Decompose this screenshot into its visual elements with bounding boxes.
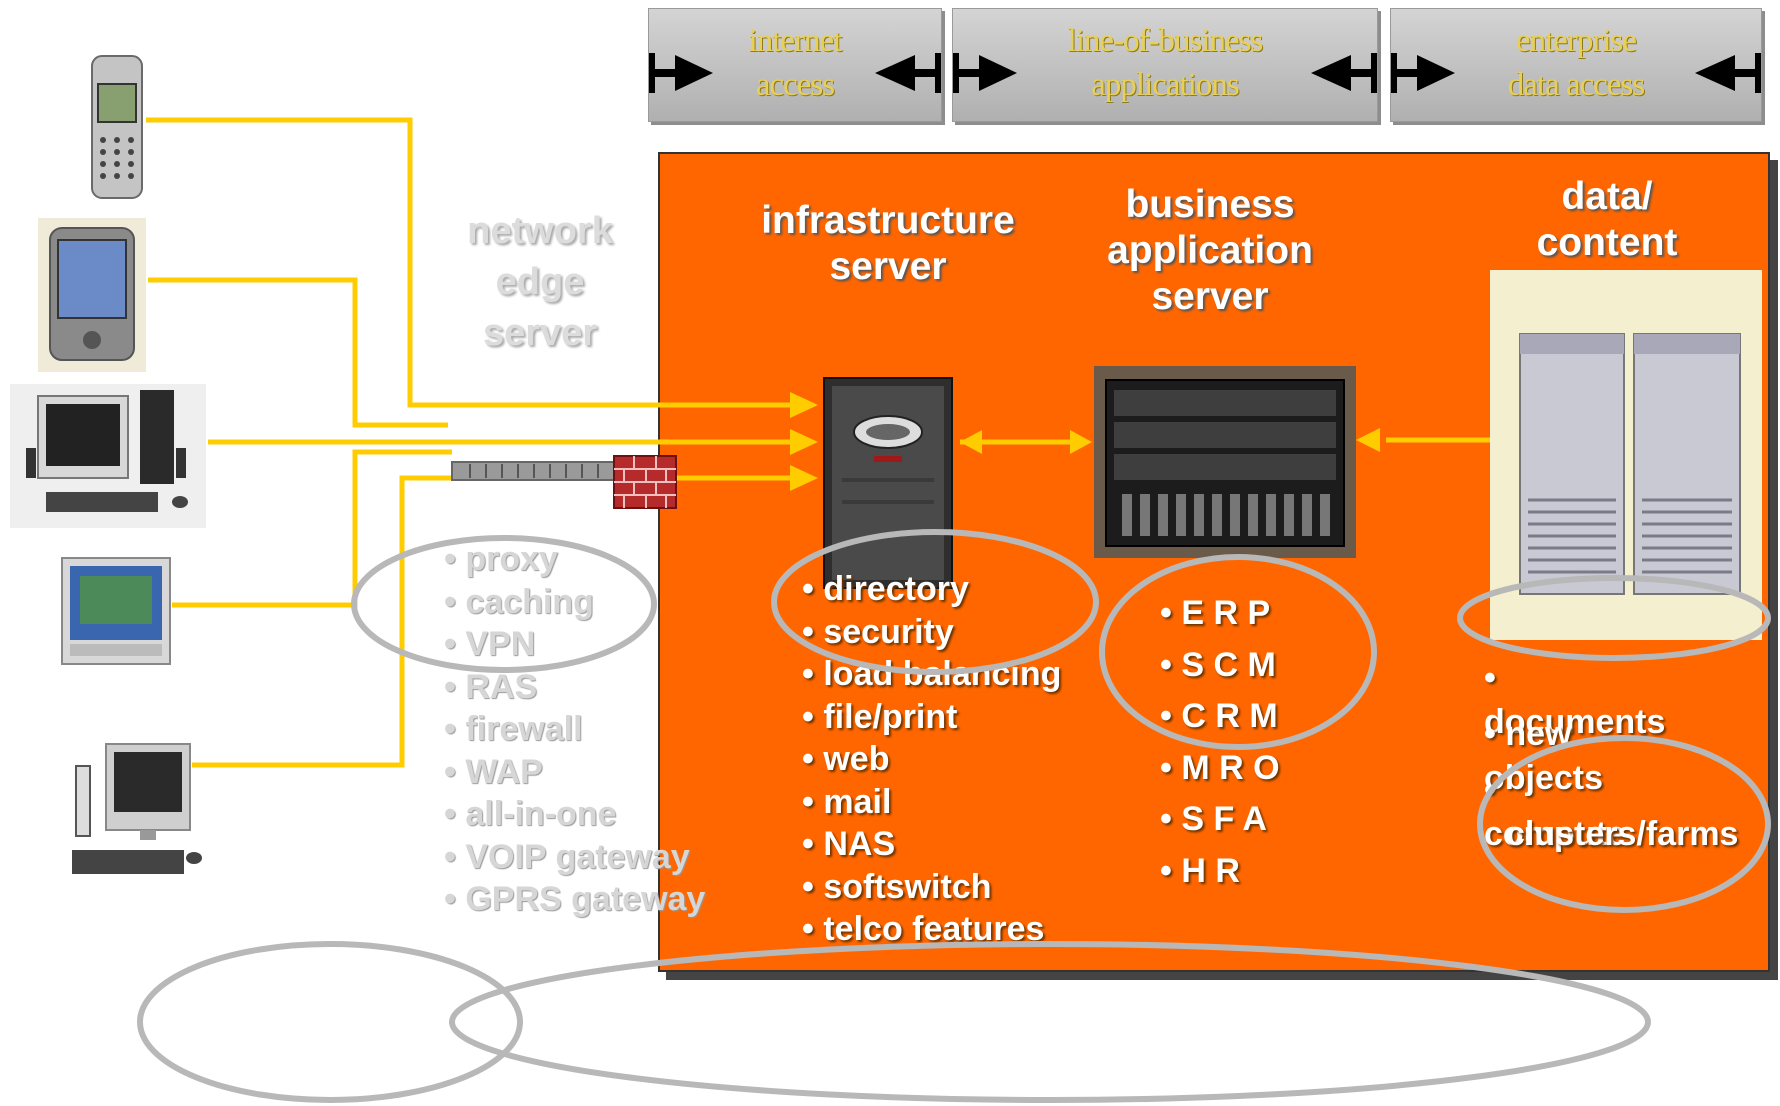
scope-arrows: [649, 53, 941, 93]
infrastructure-services-list: directory security load balancing file/p…: [802, 568, 1061, 951]
list-item-text: clusters/farms: [1506, 815, 1739, 853]
scope-line: data access: [1507, 67, 1645, 103]
list-item: caching: [444, 581, 705, 624]
scope-label: internet access: [649, 19, 941, 107]
kiosk-terminal-icon: [61, 557, 171, 665]
list-item: telco features: [802, 908, 1061, 951]
infrastructure-server-title: infrastructure server: [728, 198, 1048, 290]
title-line: data/: [1561, 175, 1653, 218]
list-item: load balancing: [802, 653, 1061, 696]
network-edge-title: network edge server: [440, 206, 640, 359]
title-line: server: [482, 312, 598, 354]
list-item: C R M: [1160, 691, 1280, 743]
scope-label: line-of-business applications: [953, 19, 1377, 107]
title-line: application: [1107, 229, 1313, 272]
list-item: softswitch: [802, 866, 1061, 909]
list-item: S C M: [1160, 640, 1280, 692]
pda-icon: [38, 218, 146, 372]
list-item: M R O: [1160, 743, 1279, 795]
business-application-server-icon: [1094, 366, 1356, 558]
list-item: VPN: [444, 623, 705, 666]
scope-box-internet-access: internet access: [648, 8, 942, 122]
thin-client-icon: [72, 743, 202, 874]
list-item: S F A: [1160, 794, 1280, 846]
scope-line: internet: [748, 23, 843, 59]
scope-arrows: [953, 53, 1377, 93]
title-line: business: [1125, 183, 1295, 226]
title-line: infrastructure: [761, 199, 1015, 242]
scope-line: applications: [1091, 67, 1239, 103]
scope-line: access: [755, 67, 835, 103]
scope-line: line-of-business: [1067, 23, 1264, 59]
infrastructure-server-icon: [823, 377, 953, 589]
list-item: WAP: [444, 751, 705, 794]
title-line: content: [1536, 221, 1678, 264]
desktop-pc-icon: [10, 384, 206, 528]
business-applications-list: E R P S C M C R M M R O S F A H R: [1160, 588, 1280, 898]
list-item: GPRS gateway: [444, 878, 705, 921]
data-storage-server-icon: [1490, 270, 1762, 640]
list-item: directory: [802, 568, 1061, 611]
list-item: security: [802, 611, 1061, 654]
mobile-phone-icon: [91, 55, 143, 199]
network-edge-list: proxy caching VPN RAS firewall WAP all-i…: [444, 538, 705, 921]
scope-box-lob-applications: line-of-business applications: [952, 8, 1378, 122]
list-item: web: [802, 738, 1061, 781]
list-item: H R: [1160, 846, 1280, 898]
data-content-title: data/ content: [1500, 174, 1714, 266]
list-item: mail: [802, 781, 1061, 824]
list-item: firewall: [444, 708, 705, 751]
scope-arrows: [1391, 53, 1761, 93]
title-line: server: [1151, 275, 1269, 318]
list-item: proxy: [444, 538, 705, 581]
list-item: VOIP gateway: [444, 836, 705, 879]
title-line: edge: [495, 261, 585, 303]
title-line: server: [829, 245, 947, 288]
scope-label: enterprise data access: [1391, 19, 1761, 107]
list-item: E R P: [1160, 588, 1280, 640]
connector-arrowheads: [790, 392, 1380, 491]
list-item: clusters/farms: [1506, 812, 1738, 856]
network-edge-appliance-icon: [451, 455, 677, 509]
list-item-text: documents: [1484, 703, 1666, 741]
list-item: file/print: [802, 696, 1061, 739]
scope-box-enterprise-data: enterprise data access: [1390, 8, 1762, 122]
list-item: all-in-one: [444, 793, 705, 836]
list-item: RAS: [444, 666, 705, 709]
title-line: network: [467, 210, 613, 252]
list-item: NAS: [802, 823, 1061, 866]
business-application-server-title: business application server: [1060, 182, 1360, 320]
scope-line: enterprise: [1515, 23, 1637, 59]
list-item: • documents: [1484, 659, 1666, 741]
